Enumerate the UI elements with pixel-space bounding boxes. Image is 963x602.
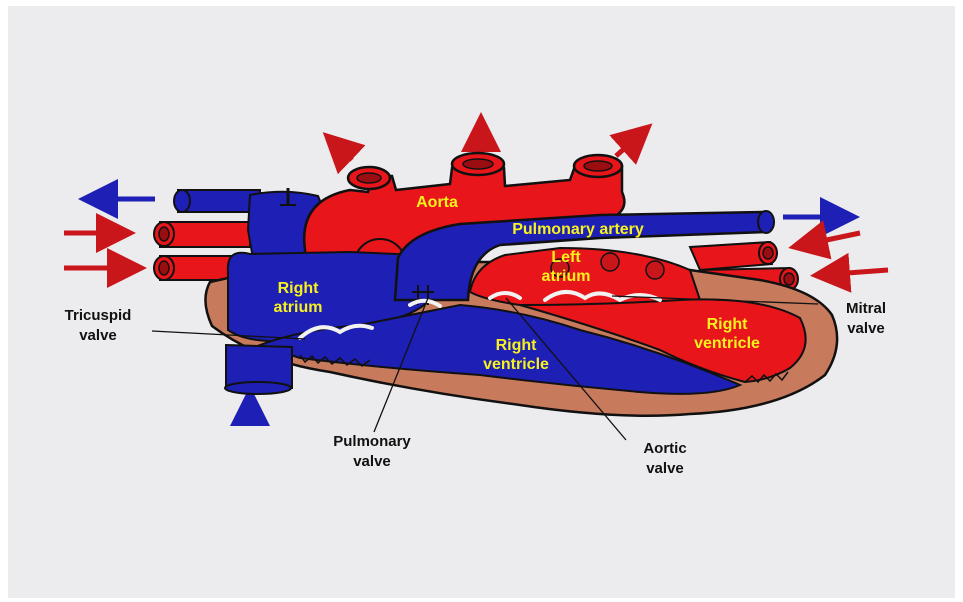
arrow-aorta-left (330, 139, 352, 160)
label-aortic-valve-line2: valve (646, 460, 684, 477)
label-left-atrium-line2: atrium (542, 268, 591, 285)
arrow-aorta-right (616, 130, 645, 156)
label-pulmonary-artery: Pulmonary artery (512, 221, 644, 238)
label-tricuspid-valve-line2: valve (79, 327, 117, 344)
label-aorta: Aorta (416, 194, 458, 211)
label-tricuspid-valve-line1: Tricuspid (65, 307, 132, 324)
label-right-atrium-line2: atrium (274, 299, 323, 316)
label-pulmonary-valve-line1: Pulmonary (333, 433, 411, 450)
label-pulmonary-valve-line2: valve (353, 453, 391, 470)
label-right-ventricle-side-line1: Right (707, 316, 749, 333)
label-mitral-valve-line1: Mitral (846, 300, 886, 317)
label-right-atrium-line1: Right (278, 280, 320, 297)
label-aortic-valve-line1: Aortic (643, 440, 686, 457)
label-right-ventricle-side-line2: ventricle (694, 335, 760, 352)
label-right-ventricle-center-line2: ventricle (483, 356, 549, 373)
arrow-in-right-red-1 (798, 233, 860, 246)
label-right-ventricle-center-line1: Right (496, 337, 538, 354)
label-left-atrium-line1: Left (551, 249, 581, 266)
label-mitral-valve-line2: valve (847, 320, 885, 337)
arrow-in-right-red-2 (820, 270, 888, 275)
